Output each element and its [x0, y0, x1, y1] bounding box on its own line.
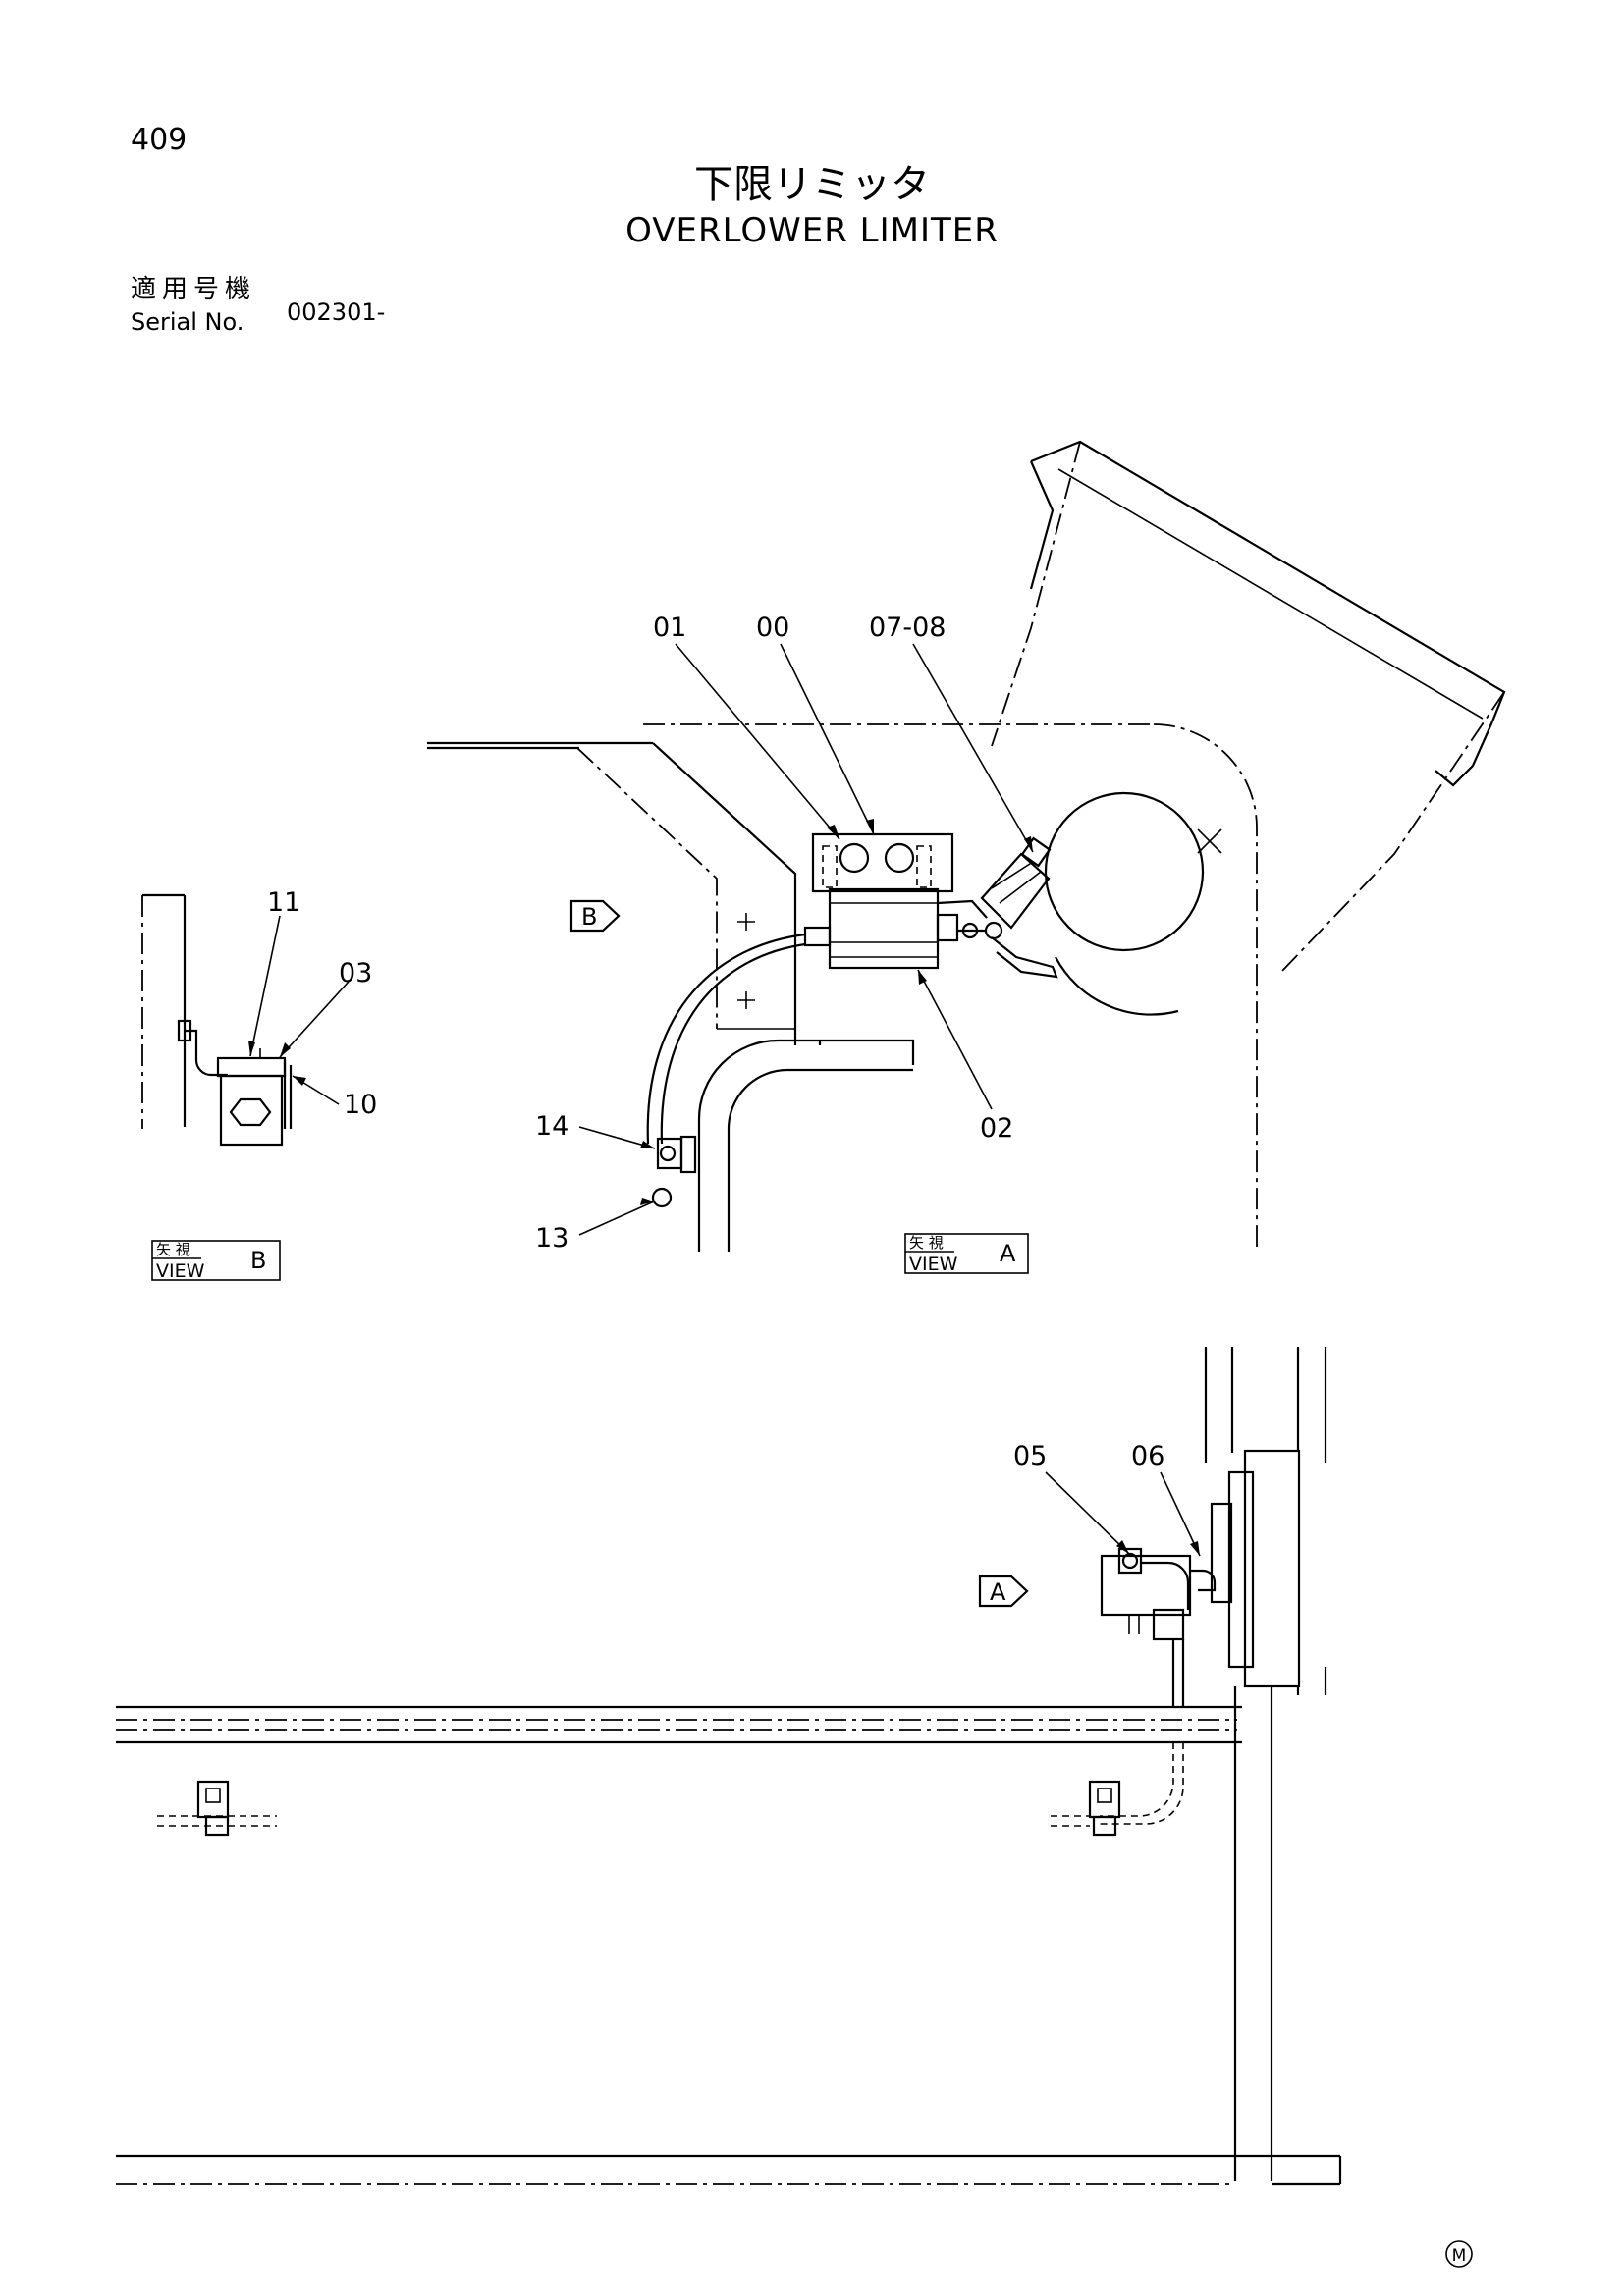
view-a-drawing: 01 00 07-08 02 14 13 B 矢 視 VIEW A	[427, 440, 1506, 1275]
page-title-english: OVERLOWER LIMITER	[625, 211, 999, 250]
view-a-label-jp: 矢 視	[909, 1234, 944, 1252]
cable-clamp	[651, 1135, 697, 1208]
view-a-arrow: A	[978, 1575, 1029, 1608]
main-bracket	[643, 723, 1258, 1247]
view-b-label-letter: B	[250, 1247, 266, 1274]
callouts-view-a: 01 00 07-08 02 14 13	[535, 613, 1034, 1254]
callout-01: 01	[653, 613, 686, 643]
view-a-arrow-letter: A	[990, 1578, 1006, 1606]
serial-label-english: Serial No.	[131, 308, 244, 336]
rail-clamp-right	[1051, 1780, 1121, 1837]
callout-07-08: 07-08	[869, 613, 946, 643]
view-a-label-en: VIEW	[909, 1254, 958, 1275]
rail-clamp-left	[157, 1780, 277, 1837]
callout-11: 11	[267, 887, 300, 918]
boom-plate	[991, 440, 1506, 973]
callout-13: 13	[535, 1223, 568, 1254]
manufacturer-mark: M	[1445, 2240, 1473, 2268]
limiter-side-view	[1100, 1547, 1217, 1825]
frame-view-drawing: A 05 06	[116, 1347, 1342, 2186]
callout-05: 05	[1013, 1441, 1047, 1471]
cable	[646, 933, 806, 1145]
callout-03: 03	[339, 958, 372, 988]
serial-number-value: 002301-	[287, 298, 386, 326]
view-b-arrow: B	[569, 899, 621, 933]
manufacturer-mark-letter: M	[1452, 2246, 1467, 2266]
limit-switch-assembly	[803, 832, 988, 970]
callout-02: 02	[980, 1113, 1013, 1144]
callout-10: 10	[344, 1090, 377, 1120]
lever-switch-assembly	[957, 836, 1058, 979]
view-b-arrow-letter: B	[581, 903, 597, 931]
view-b-label-en: VIEW	[156, 1260, 205, 1282]
callout-14: 14	[535, 1111, 568, 1142]
pivot-pin-circle	[1044, 791, 1205, 952]
view-a-label-letter: A	[1000, 1240, 1016, 1267]
callout-00: 00	[756, 613, 789, 643]
page-title-japanese: 下限リミッタ	[694, 162, 930, 207]
page-number: 409	[131, 123, 188, 157]
boom-body	[427, 741, 915, 1252]
callout-06: 06	[1131, 1441, 1164, 1471]
view-b-label-jp: 矢 視	[156, 1241, 190, 1258]
view-a-label: 矢 視 VIEW A	[904, 1233, 1029, 1275]
view-b-drawing: 11 03 10 矢 視 VIEW B	[141, 887, 377, 1282]
serial-label-japanese: 適用号機	[131, 275, 257, 304]
